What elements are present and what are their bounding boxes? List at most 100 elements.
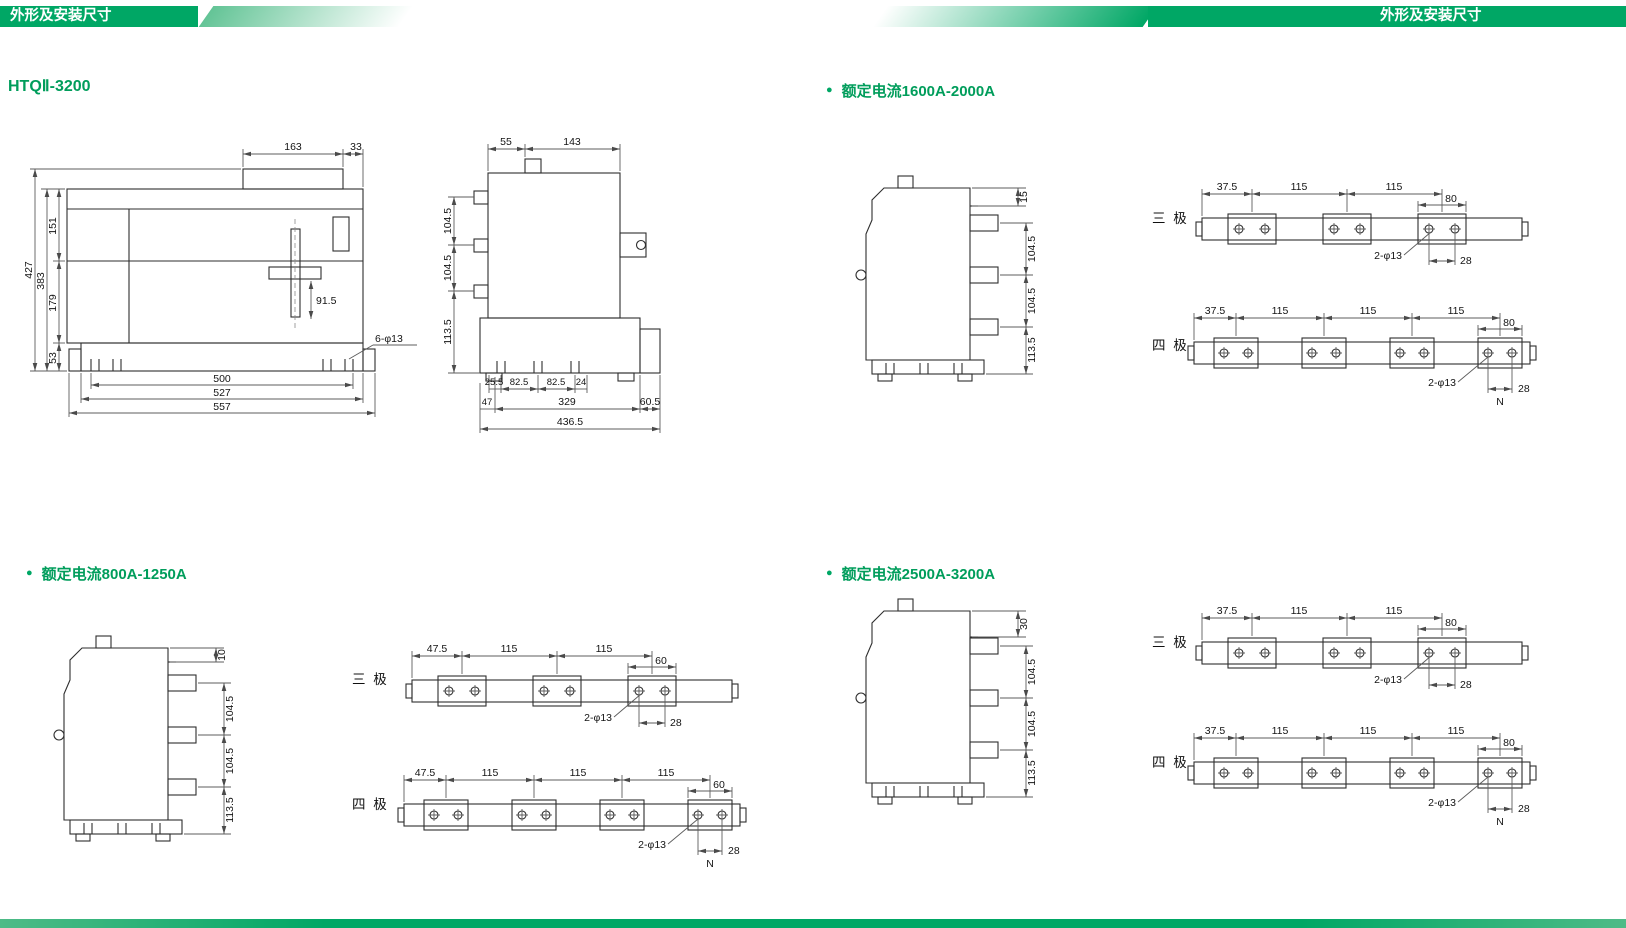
busbar-outline [1187, 337, 1537, 369]
dim-label: 151 [47, 217, 59, 235]
header-right-bar: 外形及安装尺寸 [1148, 6, 1626, 27]
dim-label: 2-φ13 [1428, 377, 1456, 389]
neutral-pole-label: N [1496, 396, 1504, 408]
section-title-1600-2000: ● 额定电流1600A-2000A [826, 80, 995, 101]
dim-label: 80 [1445, 617, 1457, 629]
header-right-title: 外形及安装尺寸 [1380, 8, 1482, 24]
pole-label-4p: 四 极 [352, 797, 389, 812]
bullet-icon: ● [26, 567, 33, 579]
mounting-3pole-drawing-2500-3200: 37.5 115 115 80 2-φ13 28 [1195, 605, 1529, 691]
dim-label: 82.5 [547, 377, 566, 388]
breaker-side-outline [473, 158, 661, 382]
dim-label: 436.5 [557, 416, 583, 428]
dim-label: 115 [482, 767, 499, 779]
breaker-side-outline [855, 598, 999, 805]
breaker-side-outline [53, 635, 197, 842]
section-title-text: 额定电流2500A-3200A [841, 566, 996, 583]
dim-label: 115 [1360, 305, 1377, 317]
mounting-4pole-drawing-800-1250: 47.5 115 115 115 60 2-φ13 28 N [397, 767, 747, 870]
dim-label: 115 [1448, 725, 1465, 737]
dim-label: 115 [1386, 181, 1403, 193]
dim-label: 60.5 [640, 396, 661, 408]
side-dimension-lines [170, 647, 231, 835]
section-title-2500-3200: ● 额定电流2500A-3200A [826, 563, 995, 584]
dim-label: 37.5 [1205, 725, 1226, 737]
dim-label: 2-φ13 [1428, 797, 1456, 809]
dim-label: 115 [1272, 725, 1289, 737]
dim-label: 557 [213, 401, 231, 413]
breaker-front-outline [66, 168, 376, 372]
dim-label: 28 [1518, 383, 1530, 395]
dim-label: 80 [1503, 737, 1515, 749]
dim-label: 104.5 [1026, 236, 1038, 262]
dim-label: 427 [23, 261, 35, 279]
dim-label: 80 [1445, 193, 1457, 205]
dim-label: 53 [47, 352, 59, 364]
dim-label: 2-φ13 [584, 712, 612, 724]
side-view-drawing: 55 143 104.5 104.5 113.5 25.5 82.5 82.5 … [442, 136, 661, 433]
mounting-4pole-drawing-2500-3200: 37.5 115 115 115 80 2-φ13 28 N [1187, 725, 1537, 828]
side-dimension-lines [448, 144, 661, 433]
header-left-bar: 外形及安装尺寸 [0, 6, 198, 27]
section-title-text: 额定电流800A-1250A [41, 566, 187, 583]
side-dimension-lines [972, 610, 1033, 798]
side-profile-drawing-800-1250: 10 104.5 104.5 113.5 [53, 635, 236, 842]
dim-label: 383 [35, 272, 47, 290]
dim-label: 28 [1518, 803, 1530, 815]
dim-label: 80 [1503, 317, 1515, 329]
bullet-icon: ● [826, 567, 833, 579]
busbar-dimension-lines [411, 651, 677, 727]
dim-label: 25.5 [485, 377, 504, 388]
busbar-outline [1187, 757, 1537, 789]
dim-label: 24 [576, 377, 587, 388]
dim-label: 500 [213, 373, 231, 385]
dim-label: 55 [500, 136, 512, 148]
dim-label: 30 [1018, 618, 1030, 630]
dim-label: 33 [350, 141, 362, 153]
dim-label: 104.5 [442, 208, 454, 234]
busbar-dimension-lines [1193, 313, 1523, 393]
side-profile-drawing-1600-2000: 15 104.5 104.5 113.5 [855, 175, 1038, 382]
mounting-3pole-drawing-1600-2000: 37.5 115 115 80 2-φ13 28 [1195, 181, 1529, 267]
dim-label: 115 [570, 767, 587, 779]
section-title-text: 额定电流1600A-2000A [841, 83, 996, 100]
pole-label-4p: 四 极 [1152, 338, 1189, 353]
pole-label-4p: 四 极 [1152, 755, 1189, 770]
dim-label: 47 [482, 397, 493, 408]
dim-label: 37.5 [1205, 305, 1226, 317]
dim-label: 2-φ13 [1374, 674, 1402, 686]
dim-label: 115 [658, 767, 675, 779]
dim-label: 329 [558, 396, 576, 408]
mounting-3pole-drawing-800-1250: 47.5 115 115 60 2-φ13 28 [405, 643, 739, 729]
dim-label: 37.5 [1217, 605, 1238, 617]
dim-label: 104.5 [1026, 711, 1038, 737]
dim-label: 82.5 [510, 377, 529, 388]
dim-label: 104.5 [442, 255, 454, 281]
side-dimension-lines [972, 187, 1033, 375]
mounting-4pole-drawing-1600-2000: 37.5 115 115 115 80 2-φ13 28 N [1187, 305, 1537, 408]
busbar-outline [1195, 637, 1529, 669]
bullet-icon: ● [826, 84, 833, 96]
dim-label: 527 [213, 387, 231, 399]
dim-label: 2-φ13 [1374, 250, 1402, 262]
dim-label: 115 [1272, 305, 1289, 317]
dim-label: 28 [670, 717, 682, 729]
dim-label: 115 [1448, 305, 1465, 317]
dim-label: 47.5 [427, 643, 448, 655]
busbar-outline [1195, 213, 1529, 245]
dim-label: 115 [1291, 605, 1308, 617]
busbar-outline [397, 799, 747, 831]
busbar-dimension-lines [1193, 733, 1523, 813]
dim-label: 115 [1360, 725, 1377, 737]
dim-label: 113.5 [224, 797, 236, 823]
front-view-drawing: 163 33 427 383 151 179 53 91.5 6-φ13 500… [23, 141, 417, 417]
dim-label: 104.5 [1026, 659, 1038, 685]
busbar-dimension-lines [403, 775, 733, 855]
dim-label: 15 [1018, 191, 1030, 203]
header-left-fade [198, 6, 414, 27]
dim-label: 91.5 [316, 295, 337, 307]
dim-label: 28 [1460, 679, 1472, 691]
dim-label: 143 [563, 136, 581, 148]
pole-label-3p: 三 极 [1152, 211, 1189, 226]
